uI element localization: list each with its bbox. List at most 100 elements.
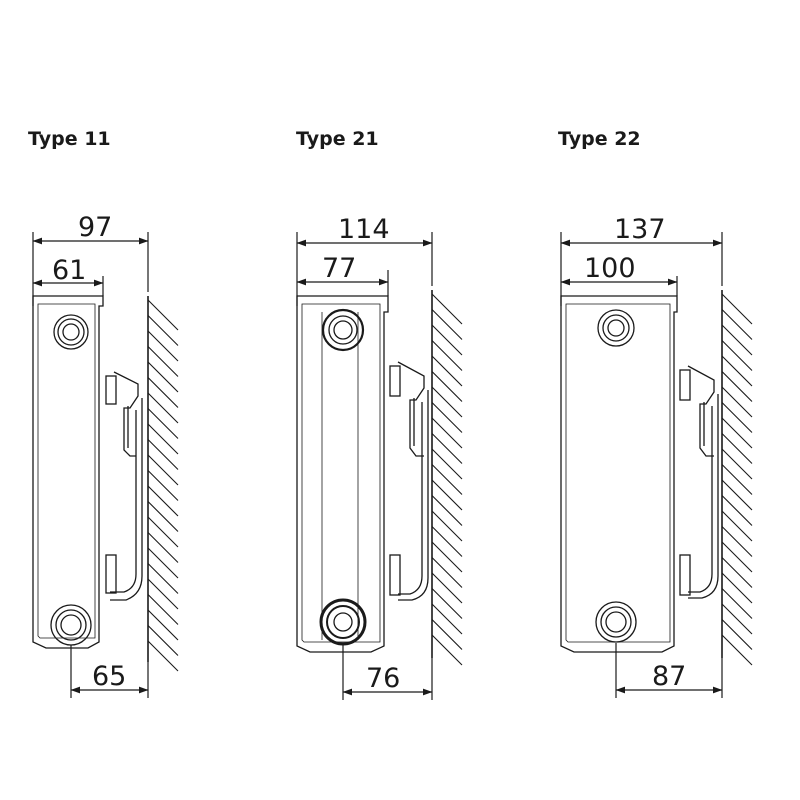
wall-hatch-line	[721, 479, 753, 511]
wall-hatch-line	[721, 588, 753, 619]
wall-hatch-line	[721, 340, 753, 371]
type-21-drawing	[296, 290, 463, 666]
wall-hatch-line	[147, 547, 179, 579]
wall-hatch-line	[431, 324, 463, 356]
type-11-bottom-dimension-label: 65	[92, 661, 126, 692]
wall-hatch-line	[147, 454, 179, 486]
type-22-overall-dimension-label: 137	[614, 214, 666, 245]
wall-hatch-line	[721, 309, 753, 340]
wall-hatch-line	[431, 634, 463, 666]
type-22-wall-bracket	[679, 365, 719, 599]
wall-hatch-line	[721, 433, 753, 464]
wall-hatch-line	[721, 526, 753, 557]
wall-hatch-line	[147, 485, 179, 517]
wall-hatch-line	[721, 355, 753, 387]
wall-hatch-line	[147, 315, 179, 346]
wall-hatch-line	[721, 293, 753, 325]
wall-hatch-line	[147, 392, 179, 424]
type-21-panel	[296, 295, 389, 653]
wall-hatch-line	[147, 299, 179, 331]
type-11-top-dimension-label: 61	[52, 255, 86, 286]
wall-hatch-line	[431, 603, 463, 635]
wall-hatch-line	[721, 371, 753, 402]
wall-hatch-line	[721, 464, 753, 495]
wall-hatch-line	[147, 532, 179, 563]
wall-hatch-line	[147, 594, 179, 625]
wall-hatch-line	[721, 402, 753, 433]
wall-hatch-line	[431, 433, 463, 464]
type-11-overall-dimension-label: 97	[78, 212, 112, 243]
type-11-bottom-connection-icon	[50, 604, 92, 646]
wall-hatch-line	[147, 470, 179, 501]
wall-hatch-line	[431, 309, 463, 340]
wall-hatch-line	[431, 557, 463, 588]
wall-hatch-line	[147, 578, 179, 610]
type-22-top-dimension-label: 100	[584, 253, 636, 284]
wall-hatch-line	[721, 510, 753, 542]
wall-hatch-line	[147, 408, 179, 439]
type-11-top-connection-icon	[53, 314, 89, 350]
type-21-overall-dimension-label: 114	[338, 214, 390, 245]
wall-hatch-line	[431, 402, 463, 433]
wall-hatch-line	[721, 386, 753, 418]
wall-hatch-line	[721, 572, 753, 604]
type-21-bottom-connection-icon	[319, 598, 367, 646]
type-22-title: Type 22	[558, 128, 641, 150]
type-22-panel	[560, 295, 678, 653]
type-21-bottom-dimension-label: 76	[366, 663, 400, 694]
wall-hatch-line	[147, 377, 179, 408]
type-21-top-connection-icon	[321, 308, 365, 352]
wall-hatch-line	[721, 495, 753, 526]
wall-hatch-line	[147, 439, 179, 470]
wall-hatch-line	[147, 609, 179, 641]
wall-hatch-line	[431, 464, 463, 495]
wall-hatch-line	[431, 386, 463, 418]
type-22-drawing	[560, 290, 753, 666]
type-11-drawing	[32, 295, 179, 672]
type-22-bottom-dimension-label: 87	[652, 661, 686, 692]
wall-hatch-line	[721, 448, 753, 480]
wall-hatch-line	[431, 588, 463, 619]
wall-hatch-line	[431, 541, 463, 573]
type-21-wall-bracket	[389, 361, 429, 601]
wall-hatch-line	[431, 417, 463, 449]
wall-hatch-line	[721, 619, 753, 650]
wall-hatch-line	[147, 501, 179, 532]
wall-hatch-line	[147, 346, 179, 377]
type-11-title: Type 11	[28, 128, 111, 150]
type-11-panel	[32, 295, 104, 649]
wall-hatch-line	[147, 640, 179, 672]
type-11-wall-bracket	[105, 371, 143, 601]
wall-hatch-line	[431, 448, 463, 480]
wall-hatch-line	[431, 619, 463, 650]
wall-hatch-line	[431, 355, 463, 387]
wall-hatch-line	[147, 563, 179, 594]
type-22-bottom-connection-icon	[595, 601, 637, 643]
wall-hatch-line	[721, 557, 753, 588]
wall-hatch-line	[431, 340, 463, 371]
wall-hatch-line	[147, 361, 179, 393]
wall-hatch-line	[147, 423, 179, 455]
wall-hatch-line	[721, 417, 753, 449]
wall-hatch-line	[431, 371, 463, 402]
type-21-title: Type 21	[296, 128, 379, 150]
type-21-wall	[431, 290, 463, 666]
wall-hatch-line	[431, 495, 463, 526]
wall-hatch-line	[431, 510, 463, 542]
wall-hatch-line	[721, 634, 753, 666]
type-11-wall	[147, 296, 179, 672]
wall-hatch-line	[721, 603, 753, 635]
wall-hatch-line	[147, 516, 179, 548]
wall-hatch-line	[147, 330, 179, 362]
wall-hatch-line	[431, 526, 463, 557]
wall-hatch-line	[721, 541, 753, 573]
wall-hatch-line	[431, 479, 463, 511]
type-22-wall	[721, 290, 753, 666]
type-22-top-connection-icon	[597, 309, 635, 347]
wall-hatch-line	[431, 293, 463, 325]
wall-hatch-line	[431, 572, 463, 604]
type-21-top-dimension-label: 77	[322, 253, 356, 284]
wall-hatch-line	[721, 324, 753, 356]
